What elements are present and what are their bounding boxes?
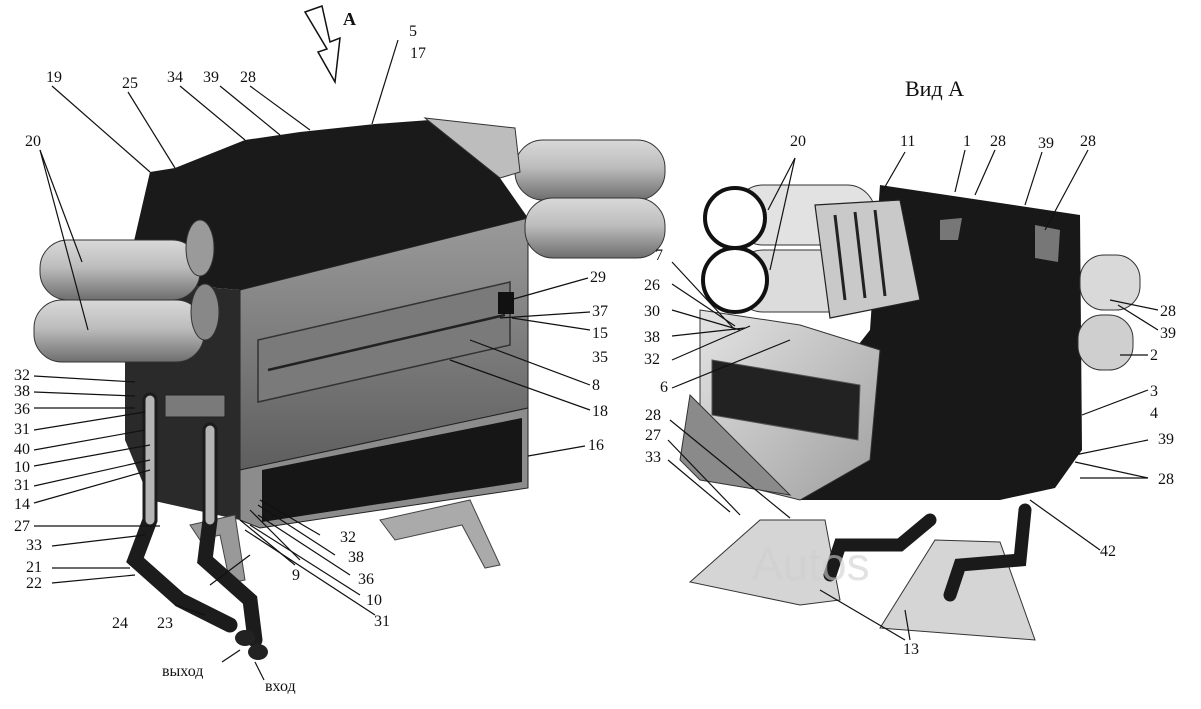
- callout: 37: [592, 303, 608, 320]
- callout: 21: [26, 559, 42, 576]
- callout: 31: [374, 613, 390, 630]
- callout: 28: [990, 133, 1006, 150]
- callout: 24: [112, 615, 128, 632]
- callout: 10: [366, 592, 382, 609]
- outlet-arrow: [221, 649, 241, 663]
- arrow-a-label: А: [343, 9, 356, 29]
- callout: 25: [122, 75, 138, 92]
- side-panel-window: [711, 359, 861, 441]
- rod-bracket: [498, 292, 514, 314]
- callout: 28: [1160, 303, 1176, 320]
- callout: 13: [903, 641, 919, 658]
- right-duct-lower: [1077, 314, 1134, 371]
- callout: 6: [660, 379, 668, 396]
- callout: 17: [410, 45, 426, 62]
- control-plate: [814, 199, 921, 319]
- callout: 18: [592, 403, 608, 420]
- inlet-label: вход: [265, 678, 296, 695]
- callout: 38: [348, 549, 364, 566]
- callout: 11: [900, 133, 915, 150]
- callout: 42: [1100, 543, 1116, 560]
- callout: 20: [790, 133, 806, 150]
- callout: 23: [157, 615, 173, 632]
- left-callout-numbers: 5 17 19 25 34 39 28 20 29 37 15 35 8 18 …: [14, 23, 608, 632]
- control-rod: [267, 313, 506, 372]
- callout: 33: [645, 449, 661, 466]
- housing-top: [125, 120, 528, 290]
- callout: 22: [26, 575, 42, 592]
- callout: 20: [25, 133, 41, 150]
- callout: 28: [645, 407, 661, 424]
- callout: 35: [592, 349, 608, 366]
- callout: 10: [14, 459, 30, 476]
- watermark: Autos: [752, 538, 870, 590]
- callout: 7: [655, 247, 663, 264]
- callout: 28: [1158, 471, 1174, 488]
- callout: 3: [1150, 383, 1158, 400]
- coolant-pipes: [126, 392, 263, 648]
- callout: 39: [1158, 431, 1174, 448]
- callout: 30: [644, 303, 660, 320]
- inlet-pipe-end: [248, 644, 268, 660]
- callout: 27: [645, 427, 661, 444]
- callout: 39: [1038, 135, 1054, 152]
- outlet-pipe-end: [235, 630, 255, 646]
- callout: 14: [14, 496, 30, 513]
- view-a-title: Вид А: [905, 76, 964, 101]
- callout: 34: [167, 69, 183, 86]
- callout: 36: [358, 571, 374, 588]
- callout: 32: [644, 351, 660, 368]
- callout: 29: [590, 269, 606, 286]
- callout: 32: [340, 529, 356, 546]
- callout: 33: [26, 537, 42, 554]
- outlet-label: выход: [162, 663, 203, 680]
- callout: 19: [46, 69, 62, 86]
- callout: 39: [1160, 325, 1176, 342]
- callout: 2: [1150, 347, 1158, 364]
- callout: 27: [14, 518, 30, 535]
- callout: 31: [14, 477, 30, 494]
- callout: 31: [14, 421, 30, 438]
- callout: 8: [592, 377, 600, 394]
- view-arrow: [303, 5, 341, 85]
- callout: 16: [588, 437, 604, 454]
- callout: 40: [14, 441, 30, 458]
- callout: 5: [409, 23, 417, 40]
- right-duct-upper: [1079, 254, 1141, 311]
- callout: 15: [592, 325, 608, 342]
- callout: 28: [1080, 133, 1096, 150]
- stand-leg-front: [379, 499, 501, 569]
- right-heater-unit: [679, 184, 1141, 641]
- right-callout-numbers: 20 11 1 28 39 28 7 26 30 38 32 6 28 39 2…: [644, 133, 1176, 658]
- right-leader-lines: [667, 149, 1159, 641]
- callout: 38: [644, 329, 660, 346]
- lower-apron: [679, 393, 792, 496]
- callout: 32: [14, 367, 30, 384]
- top-control-plate: [423, 117, 521, 179]
- callout: 28: [240, 69, 256, 86]
- callout: 39: [203, 69, 219, 86]
- left-heater-unit: [33, 117, 666, 660]
- callout: 26: [644, 277, 660, 294]
- callout: 38: [14, 383, 30, 400]
- callout: 9: [292, 567, 300, 584]
- callout: 4: [1150, 405, 1158, 422]
- air-duct-right: [514, 139, 666, 259]
- left-leader-lines: [33, 39, 591, 616]
- callout: 1: [963, 133, 971, 150]
- inlet-arrow: [254, 661, 265, 681]
- callout: 36: [14, 401, 30, 418]
- radiator-core: [262, 418, 522, 522]
- air-duct-left: [33, 219, 220, 363]
